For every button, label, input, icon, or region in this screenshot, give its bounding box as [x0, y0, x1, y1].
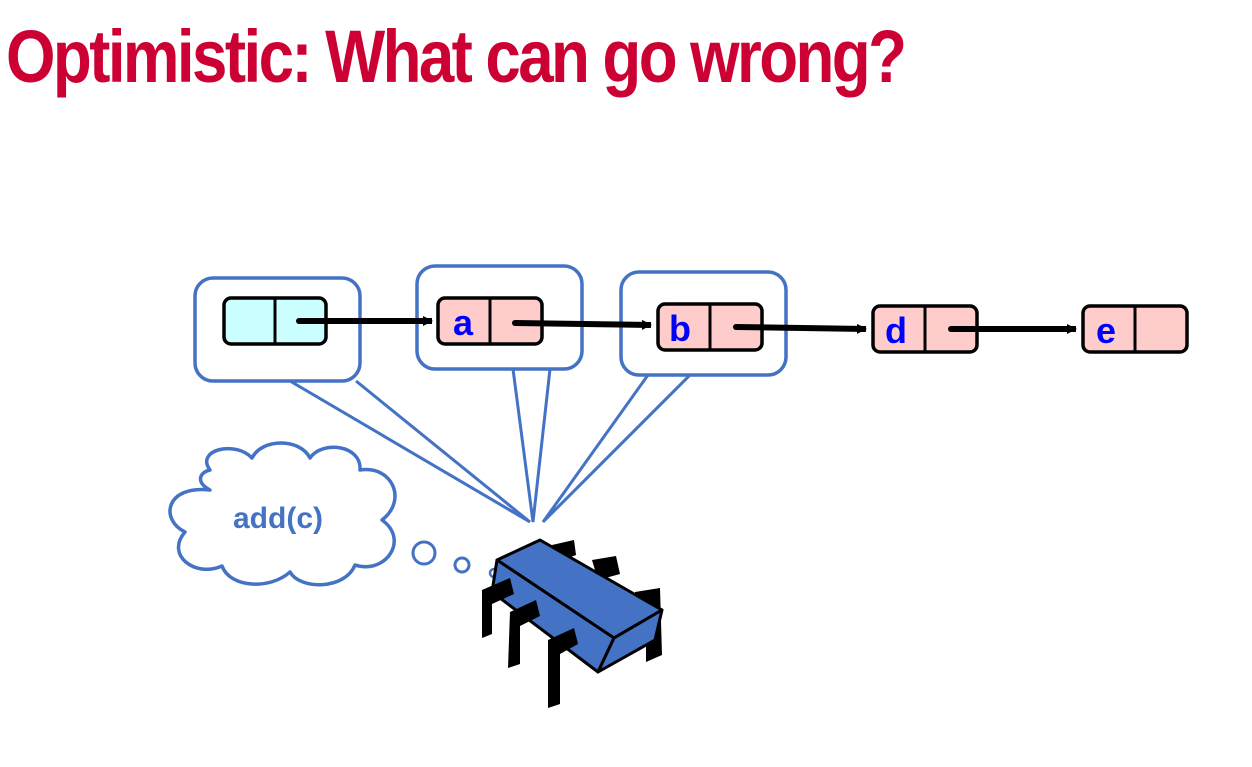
pointer-arrows	[296, 316, 1077, 334]
list-node-e: e	[1081, 304, 1189, 354]
arrow-b-to-d	[735, 323, 867, 334]
node-label-b: b	[669, 308, 691, 349]
list-node-head	[222, 296, 328, 346]
thought-bubble-large	[411, 540, 437, 566]
list-node-b: b	[656, 302, 764, 352]
node-label-a: a	[453, 302, 474, 343]
node-label-e: e	[1096, 310, 1116, 351]
thought-text: add(c)	[233, 502, 323, 535]
processor-chip-icon	[482, 538, 664, 708]
thought-bubble-medium	[453, 556, 471, 574]
slide-title: Optimistic: What can go wrong?	[6, 15, 907, 98]
thought-cloud-icon: add(c)	[168, 441, 500, 587]
list-node-a: a	[436, 296, 544, 346]
arrow-a-to-b	[514, 319, 652, 330]
node-label-d: d	[885, 310, 907, 351]
